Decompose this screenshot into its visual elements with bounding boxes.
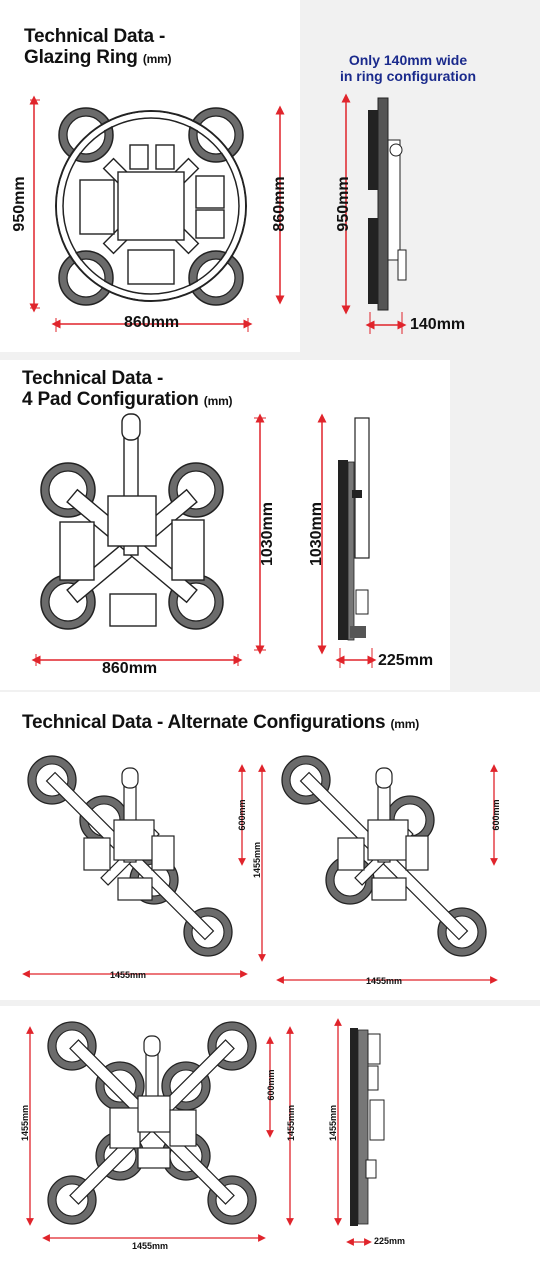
- dim-alt-c-small: 600mm: [266, 1069, 276, 1101]
- dim-alt-a-width: 1455mm: [110, 970, 147, 980]
- alternate-d-view: [334, 1018, 385, 1246]
- dim-alt-b-width: 1455mm: [366, 976, 403, 986]
- four-pad-title: Technical Data - 4 Pad Configuration (mm…: [22, 368, 233, 410]
- dim-alt-c-height2: 1455mm: [286, 1104, 296, 1142]
- dim-alt-d-depth: 225mm: [374, 1236, 406, 1246]
- alternate-b-view: [276, 755, 498, 984]
- dim-fourpad-side-height: 1030mm: [308, 501, 325, 567]
- dim-fourpad-side-depth: 225mm: [378, 652, 434, 669]
- alternate-a-view: [22, 755, 266, 978]
- dim-alt-c-width: 1455mm: [132, 1241, 169, 1251]
- dim-glazing-height: 950mm: [11, 176, 28, 232]
- four-pad-front-view: [31, 413, 266, 666]
- dim-glazing-side-depth: 140mm: [410, 316, 466, 333]
- section-divider: [0, 1000, 540, 1006]
- glazing-ring-side-view: [341, 93, 407, 334]
- dim-glazing-inner-height: 860mm: [271, 176, 288, 232]
- dim-alt-d-height: 1455mm: [328, 1104, 338, 1142]
- dim-fourpad-height: 1030mm: [259, 501, 276, 567]
- dim-alt-c-height: 1455mm: [20, 1104, 30, 1142]
- glazing-ring-front-view: [29, 95, 285, 332]
- ring-width-note: Only 140mm wide in ring configuration: [339, 52, 477, 84]
- dim-alt-a-height: 1455mm: [252, 841, 262, 879]
- dim-glazing-width: 860mm: [124, 314, 180, 331]
- alternate-c-view: [26, 1021, 294, 1242]
- dim-glazing-side-height: 950mm: [335, 176, 352, 232]
- dim-alt-b-small: 600mm: [491, 799, 501, 831]
- alternate-title: Technical Data - Alternate Configuration…: [22, 712, 420, 733]
- dim-alt-a-small: 600mm: [237, 799, 247, 831]
- four-pad-side-view: [317, 413, 377, 668]
- dim-fourpad-width: 860mm: [102, 660, 158, 677]
- glazing-ring-title: Technical Data - Glazing Ring (mm): [24, 26, 172, 68]
